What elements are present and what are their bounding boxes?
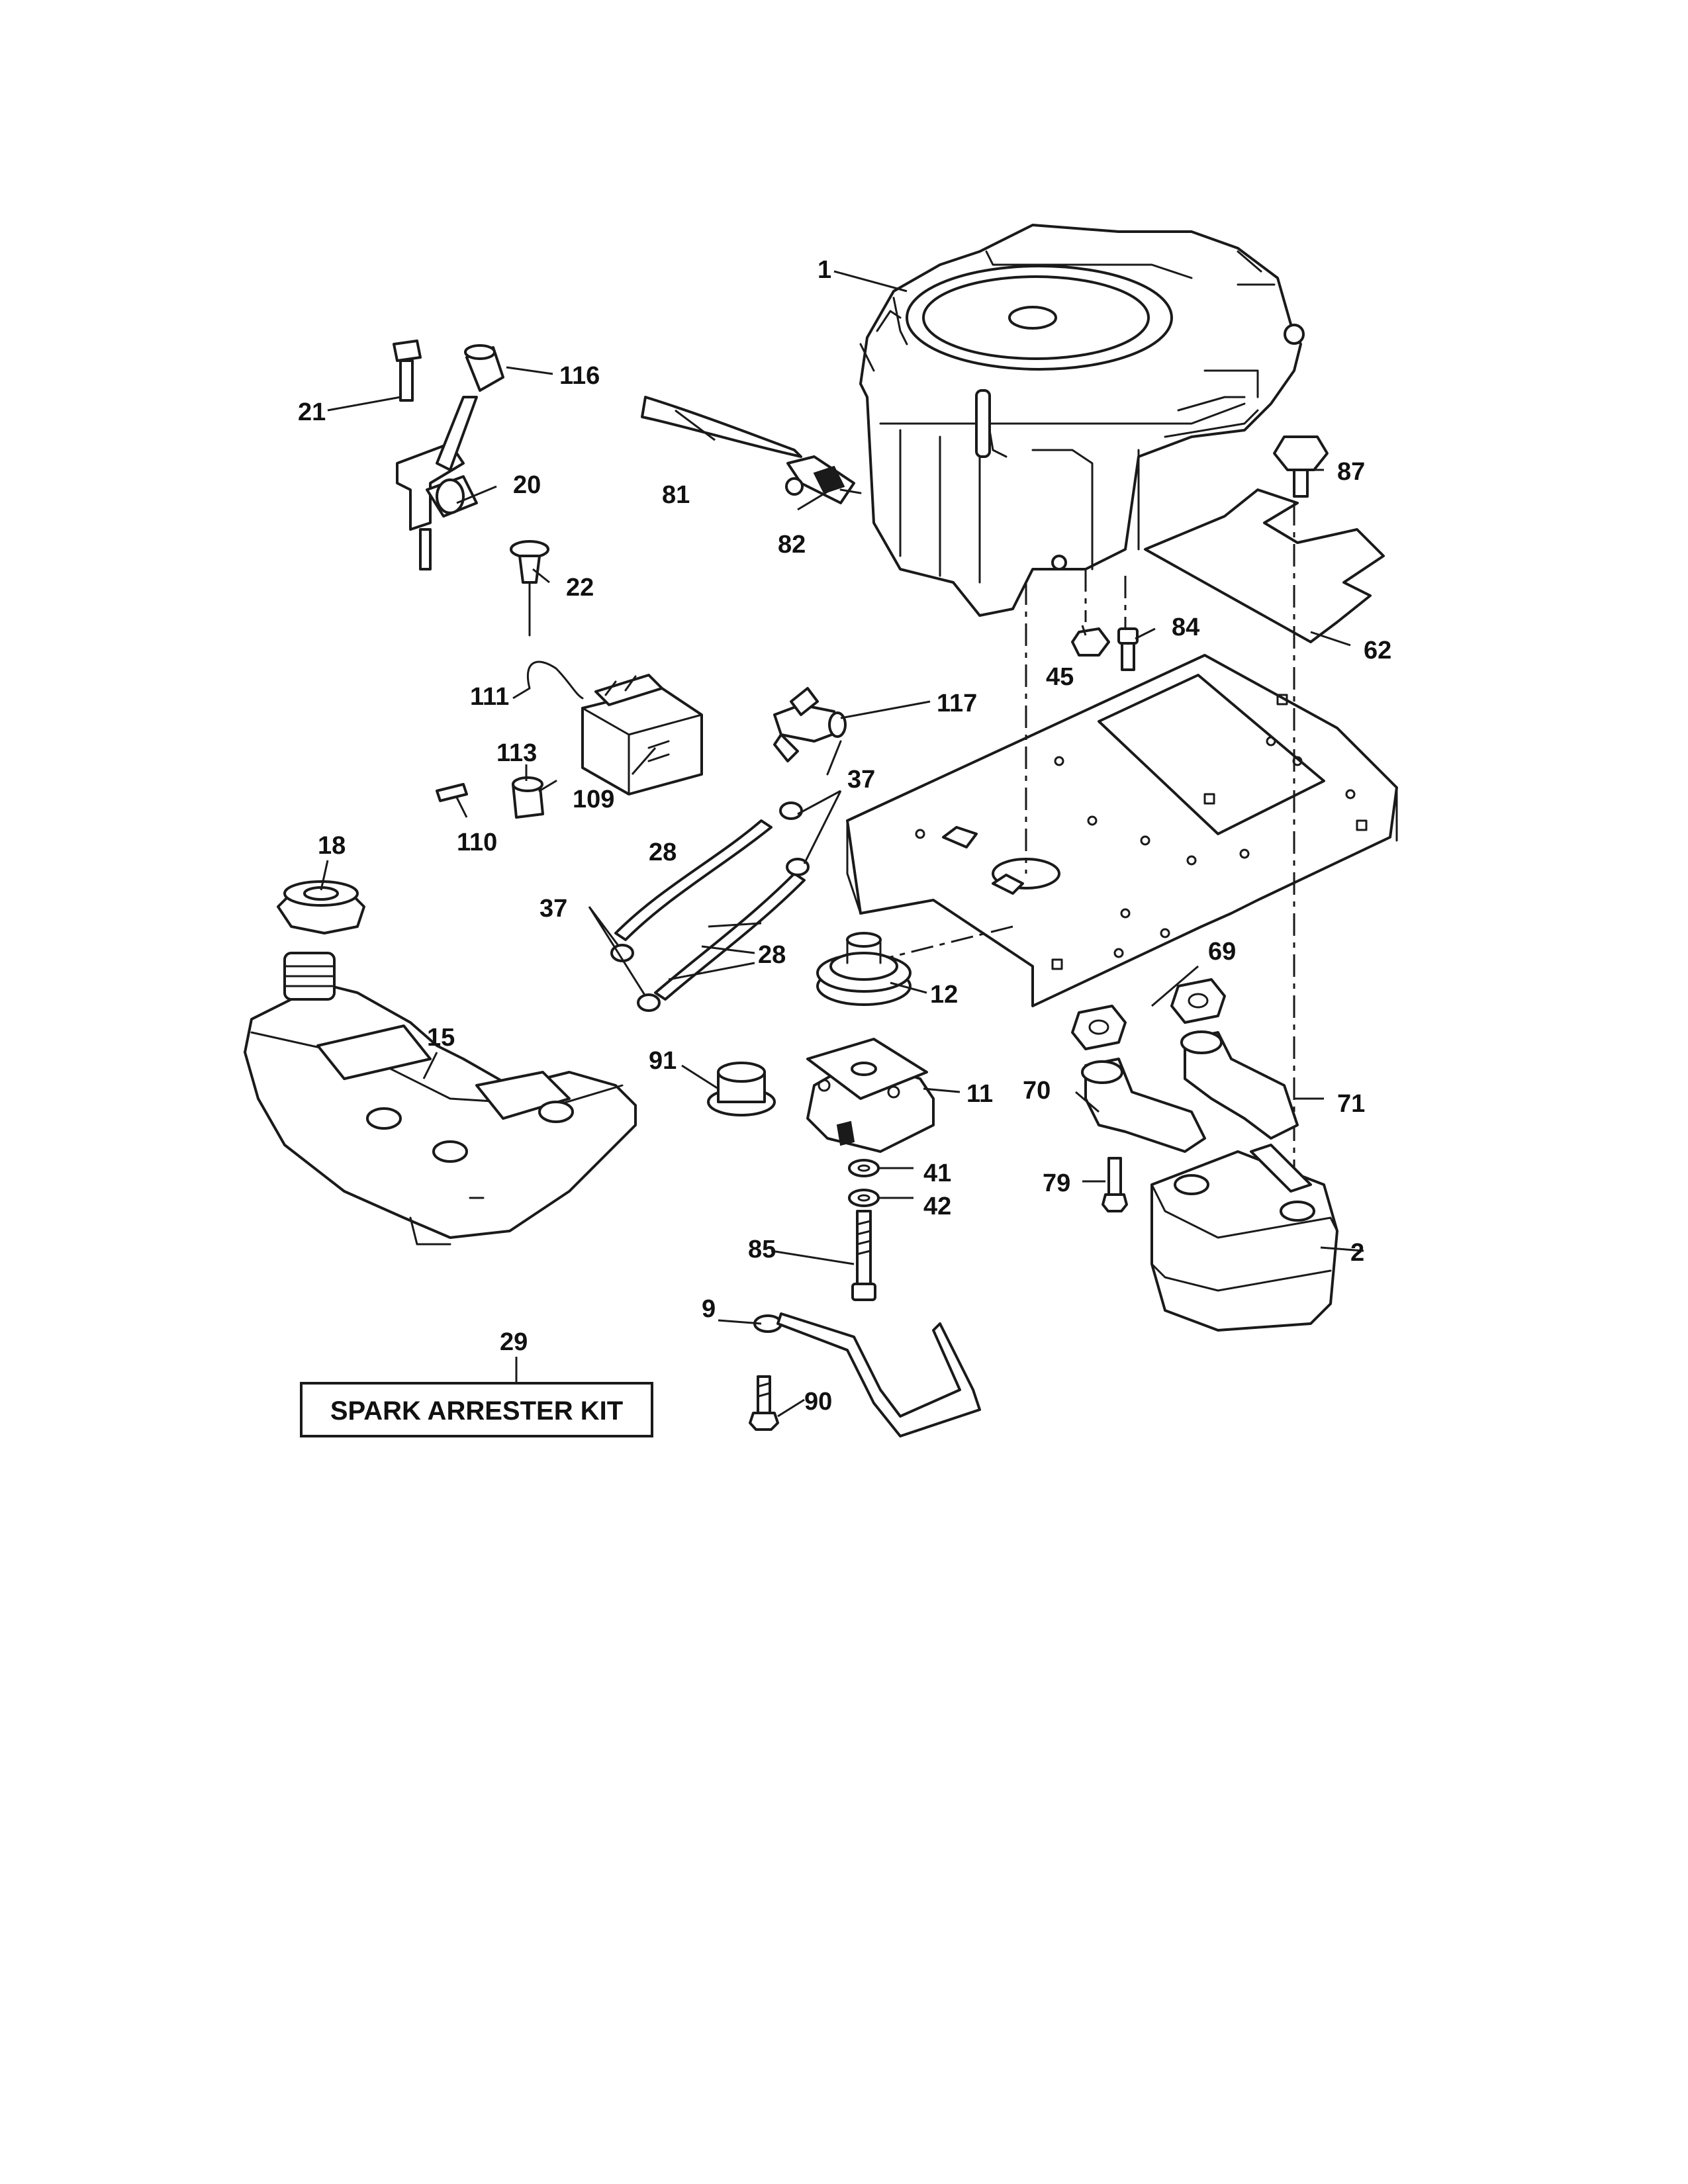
fuel-tank-15 (244, 952, 637, 1246)
bolt-84 (1117, 627, 1139, 671)
clutch-11 (806, 1038, 935, 1153)
knob-116 (464, 344, 504, 392)
bracket-9 (753, 1312, 981, 1437)
fuel-line-28a (614, 819, 773, 941)
callout-117: 117 (937, 690, 977, 717)
callout-71: 71 (1337, 1090, 1365, 1118)
bolt-21 (393, 340, 422, 402)
callout-42: 42 (923, 1193, 951, 1220)
knob-87 (1273, 435, 1329, 498)
callout-84: 84 (1172, 614, 1199, 641)
kit-label: SPARK ARRESTER KIT (330, 1396, 623, 1426)
callout-110: 110 (457, 829, 497, 856)
callout-69: 69 (1208, 938, 1236, 966)
exhaust-pipe-70 (1081, 1058, 1206, 1153)
fuel-line (641, 396, 802, 458)
callout-79: 79 (1043, 1169, 1070, 1197)
throttle-control (396, 396, 478, 570)
callout-90: 90 (804, 1388, 832, 1416)
callout-1: 1 (818, 256, 831, 284)
fuel-cap-18 (277, 880, 365, 934)
callout-2: 2 (1350, 1239, 1364, 1267)
callout-41: 41 (923, 1160, 951, 1187)
callout-29: 29 (500, 1328, 528, 1356)
callout-9: 9 (702, 1295, 716, 1323)
callout-12: 12 (930, 981, 958, 1009)
pin-110 (436, 783, 468, 802)
callout-91: 91 (649, 1047, 677, 1075)
alignment-lines (880, 503, 1295, 1191)
callout-20: 20 (513, 471, 541, 499)
callout-28b: 28 (758, 941, 786, 969)
callout-18: 18 (318, 832, 346, 860)
callout-11: 11 (966, 1080, 993, 1108)
muffler-2 (1150, 1144, 1338, 1332)
callout-116: 116 (559, 362, 600, 390)
bolt-85 (851, 1210, 876, 1301)
callout-37b: 37 (539, 895, 567, 923)
spacer-91 (707, 1062, 776, 1116)
spark-arrester-kit: SPARK ARRESTER KIT (300, 1382, 653, 1437)
washer-41 (848, 1159, 880, 1177)
callout-87: 87 (1337, 458, 1365, 486)
leader-lines (320, 270, 1364, 1418)
wire-111 (526, 660, 584, 700)
fitting-113 (512, 776, 557, 819)
washer-42 (848, 1189, 880, 1207)
bolt-90 (749, 1375, 779, 1431)
bolt-79 (1102, 1157, 1128, 1212)
callout-15: 15 (427, 1024, 455, 1052)
callout-70: 70 (1023, 1077, 1051, 1105)
callout-81: 81 (662, 481, 690, 509)
pulley-12 (816, 932, 912, 1006)
callout-37a: 37 (847, 766, 875, 794)
choke-22 (510, 540, 549, 637)
baffle-plate (1144, 488, 1385, 643)
valve-117 (773, 687, 847, 776)
callout-21: 21 (298, 398, 326, 426)
exhaust-pipe-71 (1180, 1030, 1299, 1140)
callout-85: 85 (748, 1236, 776, 1263)
callout-62: 62 (1364, 637, 1391, 664)
callout-22: 22 (566, 574, 594, 602)
fuel-filter (785, 455, 862, 504)
fuel-line-28b (654, 872, 806, 1001)
clamp-37 (610, 801, 810, 1012)
callout-109: 109 (573, 786, 614, 813)
callout-45: 45 (1046, 663, 1074, 691)
callout-111: 111 (470, 683, 509, 711)
nut-45 (1071, 627, 1110, 657)
gasket-69 (1071, 978, 1226, 1050)
mounting-frame (846, 654, 1398, 1007)
callout-113: 113 (496, 739, 537, 767)
callout-82: 82 (778, 531, 806, 559)
callout-28a: 28 (649, 839, 677, 866)
callouts: 1 2 9 11 12 15 18 20 21 22 28 28 29 37 3… (298, 256, 1391, 1416)
regulator-109 (581, 674, 703, 796)
engine (859, 224, 1305, 617)
